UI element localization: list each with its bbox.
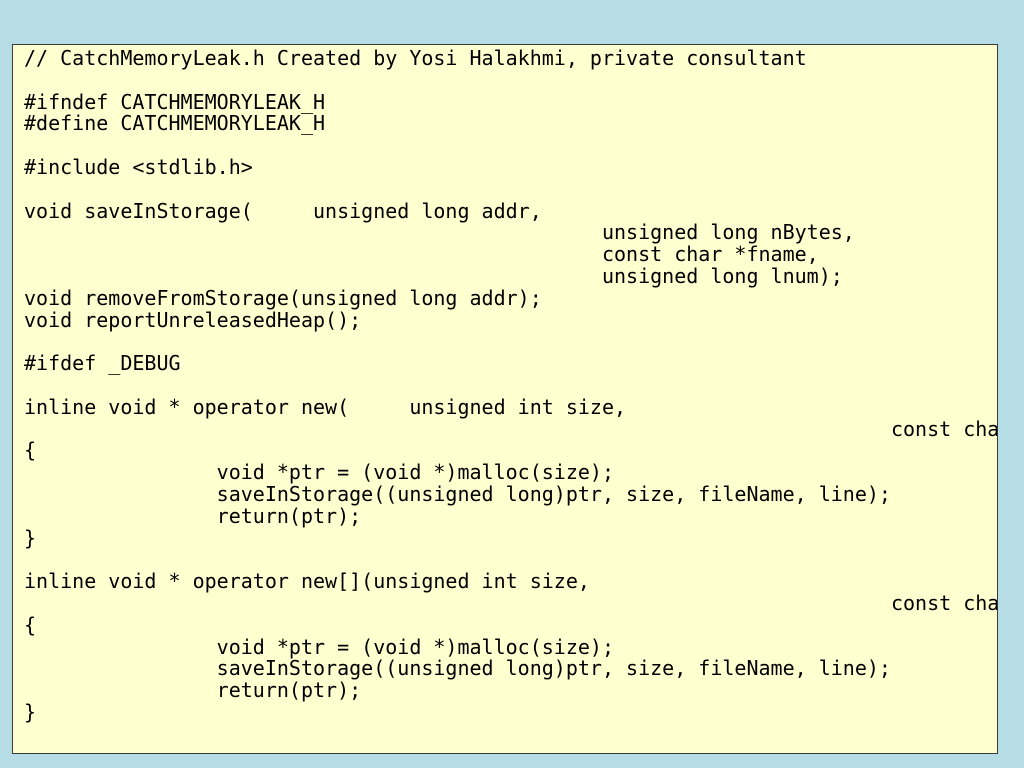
code-line: inline void * operator new[](unsigned in…	[24, 569, 590, 594]
code-line: unsigned long nBytes,	[24, 220, 855, 245]
code-line	[24, 179, 997, 201]
code-line: void *ptr = (void *)malloc(size);	[24, 460, 615, 485]
code-line: {	[24, 612, 37, 637]
code-line: #include <stdlib.h>	[24, 154, 253, 179]
code-line: #ifndef CATCHMEMORYLEAK_H	[24, 89, 326, 114]
code-line	[24, 549, 997, 571]
code-line: void *ptr = (void *)malloc(size);	[24, 634, 615, 659]
code-line	[24, 375, 997, 397]
code-line	[24, 70, 997, 92]
code-line: unsigned long lnum);	[24, 263, 843, 288]
code-panel: // CatchMemoryLeak.h Created by Yosi Hal…	[12, 44, 998, 754]
code-line: }	[24, 525, 37, 550]
code-line: inline void * operator new( unsigned int…	[24, 394, 627, 419]
code-line: void reportUnreleasedHeap();	[24, 307, 362, 332]
code-line: // CatchMemoryLeak.h Created by Yosi Hal…	[24, 46, 807, 70]
code-line: const char * fileName, int line)	[890, 590, 997, 615]
code-line: void removeFromStorage(unsigned long add…	[24, 285, 542, 310]
code-line: const char *fileName, int line)	[890, 416, 997, 441]
code-line: {	[24, 438, 37, 463]
code-line: saveInStorage((unsigned long)ptr, size, …	[24, 656, 891, 681]
code-line: #ifdef _DEBUG	[24, 351, 181, 376]
code-line: }	[24, 699, 37, 724]
code-line: return(ptr);	[24, 503, 362, 528]
code-line: saveInStorage((unsigned long)ptr, size, …	[24, 481, 891, 506]
code-line	[24, 331, 997, 353]
code-line: return(ptr);	[24, 678, 362, 703]
code-line: #define CATCHMEMORYLEAK_H	[24, 111, 326, 136]
code-line: const char *fname,	[24, 242, 819, 267]
code-line: void saveInStorage( unsigned long addr,	[24, 198, 542, 223]
code-line	[24, 135, 997, 157]
